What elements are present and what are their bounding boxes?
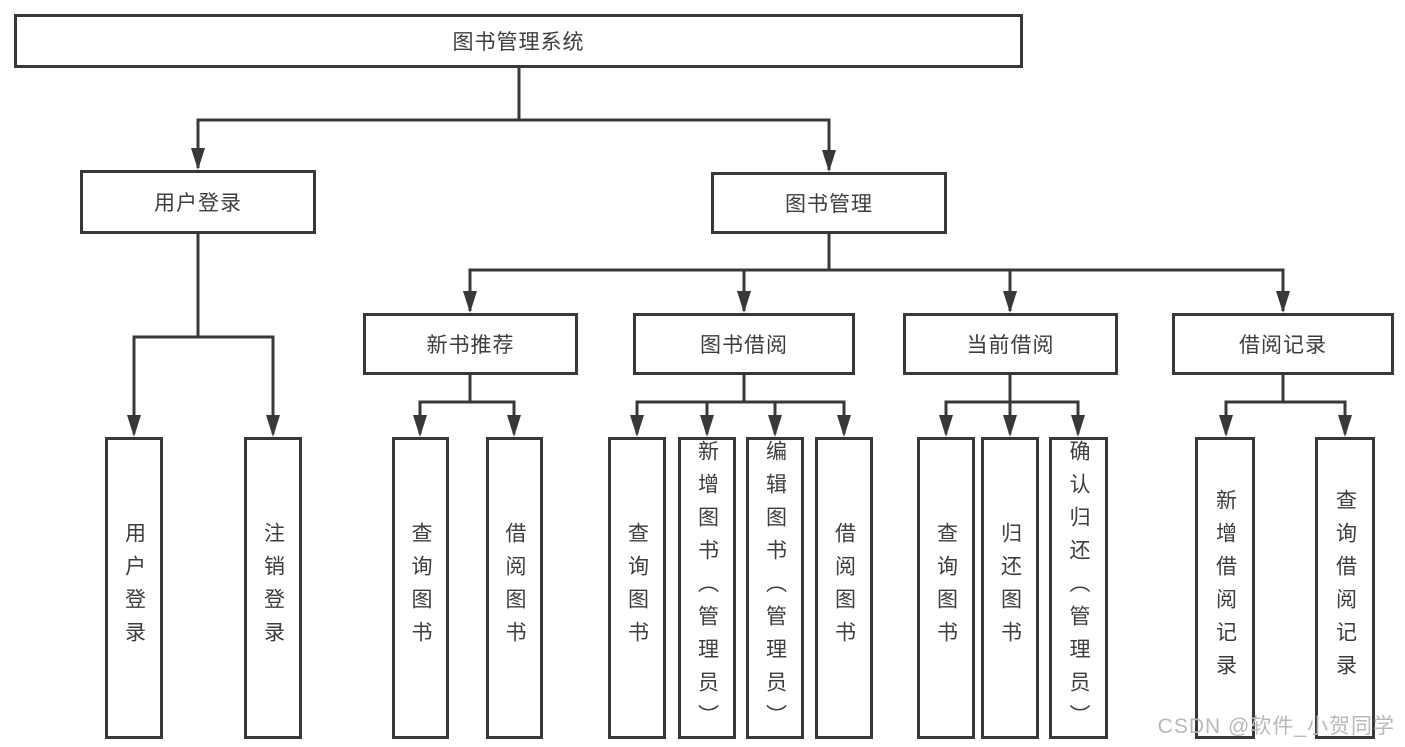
- group-node-current-borrowing: 当前借阅: [903, 313, 1118, 375]
- leaf-node-query-books: 查询图书: [392, 437, 449, 739]
- branch-node-book-management: 图书管理: [711, 172, 947, 234]
- group-node-book-borrowing: 图书借阅: [633, 313, 855, 375]
- leaf-label: 确认归还（管理员）: [1067, 439, 1090, 737]
- leaf-node-add-borrow-record: 新增借阅记录: [1195, 437, 1255, 739]
- leaf-label: 查询图书: [625, 522, 649, 654]
- leaf-node-query-books: 查询图书: [917, 437, 975, 739]
- leaf-label: 查询图书: [409, 522, 432, 654]
- root-node-label: 图书管理系统: [452, 31, 585, 54]
- leaf-node-edit-books-admin: 编辑图书（管理员）: [746, 437, 804, 739]
- group-node-borrow-records: 借阅记录: [1172, 313, 1394, 375]
- csdn-watermark: CSDN @软件_小贺同学: [1157, 715, 1395, 738]
- leaf-node-return-books: 归还图书: [981, 437, 1039, 739]
- leaf-node-borrow-books: 借阅图书: [486, 437, 543, 739]
- leaf-label: 查询借阅记录: [1333, 489, 1357, 687]
- leaf-node-logout: 注销登录: [244, 437, 302, 739]
- branch-node-label: 用户登录: [154, 192, 242, 215]
- leaf-node-query-books: 查询图书: [608, 437, 666, 739]
- leaf-label: 注销登录: [261, 522, 285, 654]
- leaf-label: 归还图书: [998, 522, 1022, 654]
- group-node-label: 借阅记录: [1239, 334, 1327, 357]
- branch-node-user-login: 用户登录: [80, 170, 316, 234]
- leaf-label: 用户登录: [122, 522, 146, 654]
- branch-node-label: 图书管理: [785, 193, 873, 216]
- leaf-node-query-borrow-record: 查询借阅记录: [1315, 437, 1375, 739]
- leaf-label: 新增借阅记录: [1213, 489, 1237, 687]
- leaf-label: 编辑图书（管理员）: [763, 439, 787, 737]
- leaf-label: 查询图书: [934, 522, 958, 654]
- group-node-label: 当前借阅: [966, 334, 1055, 357]
- arrowhead-icons: [127, 148, 1352, 437]
- leaf-node-borrow-books: 借阅图书: [815, 437, 873, 739]
- leaf-label: 借阅图书: [503, 522, 526, 654]
- group-node-label: 图书借阅: [700, 334, 788, 357]
- group-node-new-book-recommend: 新书推荐: [363, 313, 578, 375]
- group-node-label: 新书推荐: [426, 334, 515, 357]
- root-node-library-system: 图书管理系统: [14, 14, 1023, 68]
- leaf-node-user-login: 用户登录: [105, 437, 163, 739]
- leaf-label: 新增图书（管理员）: [695, 439, 719, 737]
- leaf-node-add-books-admin: 新增图书（管理员）: [678, 437, 736, 739]
- leaf-label: 借阅图书: [832, 522, 856, 654]
- leaf-node-confirm-return-admin: 确认归还（管理员）: [1049, 437, 1108, 739]
